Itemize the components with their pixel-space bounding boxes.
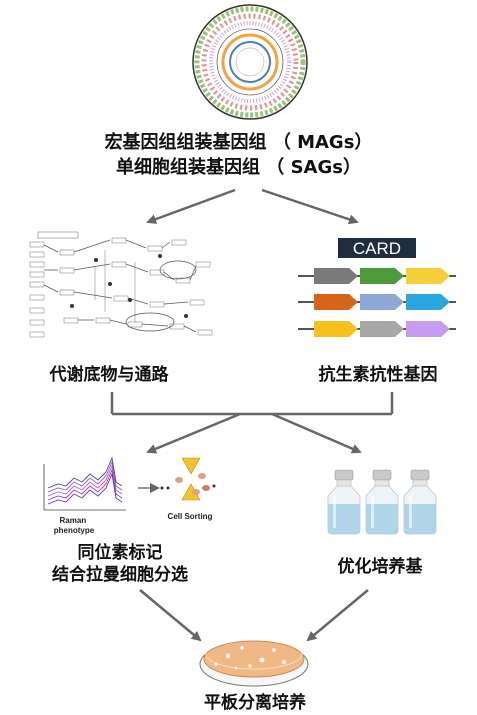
card-badge [338,238,416,258]
gene-arrow [406,268,450,284]
raman-sorting-line2: 结合拉曼细胞分选 [52,565,188,585]
genome-title: 宏基因组组装基因组 （ MAGs） 单细胞组装基因组 （ SAGs） [0,130,477,180]
raman-sorting-label: 同位素标记 结合拉曼细胞分选 [20,542,220,586]
agar [203,640,305,678]
raman-sorting-line1: 同位素标记 [77,543,163,563]
gene-arrow [360,321,404,337]
gene-arrow [314,321,358,337]
petri-dish [199,638,309,687]
arg-label: 抗生素抗性基因 [318,365,438,385]
gene-arrow [314,268,358,284]
raman-phenotype-label: Raman phenotype [54,516,95,535]
gene-arrow [406,321,450,337]
plate-label: 平板分离培养 [204,693,306,713]
medium-bottle [403,469,437,535]
pathway-label: 代谢底物与通路 [49,365,169,385]
medium-bottle [327,469,361,535]
card-gene-map: CARD [298,238,456,337]
gene-arrow [406,294,450,310]
cell-sorting-label: Cell Sorting [168,512,213,521]
gene-arrow [314,294,358,310]
arrows-to-plate [139,589,369,642]
genome-line-mags: 宏基因组组装基因组 （ MAGs） [104,132,373,153]
medium-bottles [327,469,437,535]
raman-spectra-plot: Raman phenotype [43,456,126,535]
circular-genome-map [192,4,308,120]
gene-arrow [360,294,404,310]
gene-arrow [360,268,404,284]
pathway-diagram [29,231,213,338]
arrows-genome [146,188,359,225]
card-badge-text: CARD [353,239,401,258]
genome-line-sags: 单细胞组装基因组 （ SAGs） [116,157,361,178]
cell-sorting-illustration: Cell Sorting [138,457,216,521]
merge-bracket [110,392,394,454]
medium-label: 优化培养基 [337,557,423,577]
medium-bottle [365,469,399,535]
